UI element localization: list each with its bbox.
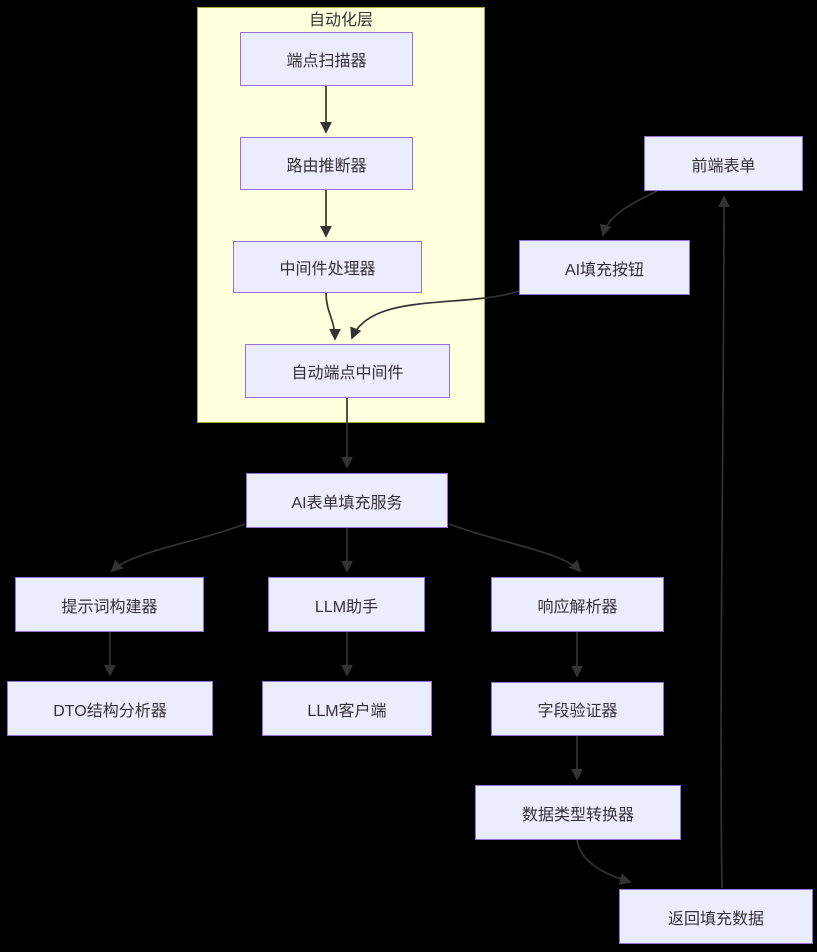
cluster-automation-layer-title: 自动化层 (308, 12, 373, 29)
edge-frontend-form-to-ai-fill-button (599, 190, 658, 237)
node-dto-structure-analyzer-label: DTO结构分析器 (53, 702, 167, 720)
node-llm-client: LLM客户端 (262, 681, 432, 736)
node-return-fill-data-label: 返回填充数据 (667, 910, 764, 928)
node-data-type-converter: 数据类型转换器 (475, 785, 681, 840)
node-middleware-processor-label: 中间件处理器 (279, 261, 376, 278)
node-data-type-converter-label: 数据类型转换器 (521, 806, 634, 824)
node-auto-endpoint-middleware: 自动端点中间件 (245, 344, 450, 398)
node-ai-form-fill-service: AI表单填充服务 (246, 473, 448, 528)
node-llm-client-label: LLM客户端 (307, 702, 387, 720)
node-dto-structure-analyzer: DTO结构分析器 (7, 681, 213, 736)
node-llm-assistant-label: LLM助手 (314, 598, 379, 616)
edge-data-type-converter-to-return-fill-data (576, 839, 632, 885)
node-ai-fill-button-label: AI填充按钮 (564, 261, 645, 279)
node-return-fill-data: 返回填充数据 (619, 889, 813, 944)
node-response-parser-label: 响应解析器 (537, 598, 618, 616)
edge-middleware-processor-to-auto-endpoint-middleware (325, 292, 341, 341)
node-prompt-builder-label: 提示词构建器 (61, 598, 158, 616)
node-route-inferrer: 路由推断器 (240, 137, 413, 190)
node-llm-assistant: LLM助手 (268, 577, 425, 632)
node-route-inferrer-label: 路由推断器 (286, 157, 367, 175)
node-frontend-form: 前端表单 (644, 136, 803, 191)
node-ai-fill-button: AI填充按钮 (519, 240, 690, 295)
edge-ai-fill-button-to-auto-endpoint-middleware (350, 290, 520, 340)
edge-service-to-prompt-builder (110, 523, 246, 573)
edge-service-to-response-parser (448, 523, 582, 573)
node-endpoint-scanner: 端点扫描器 (240, 32, 413, 86)
node-field-validator: 字段验证器 (491, 682, 664, 736)
node-endpoint-scanner-label: 端点扫描器 (286, 53, 367, 70)
node-auto-endpoint-middleware-label: 自动端点中间件 (291, 365, 404, 382)
node-prompt-builder: 提示词构建器 (15, 577, 204, 632)
node-middleware-processor: 中间件处理器 (233, 241, 422, 293)
node-response-parser: 响应解析器 (491, 577, 664, 632)
node-ai-form-fill-service-label: AI表单填充服务 (291, 494, 403, 512)
edge-return-fill-data-to-frontend-form (718, 195, 730, 889)
node-field-validator-label: 字段验证器 (537, 703, 618, 720)
node-frontend-form-label: 前端表单 (691, 157, 756, 175)
